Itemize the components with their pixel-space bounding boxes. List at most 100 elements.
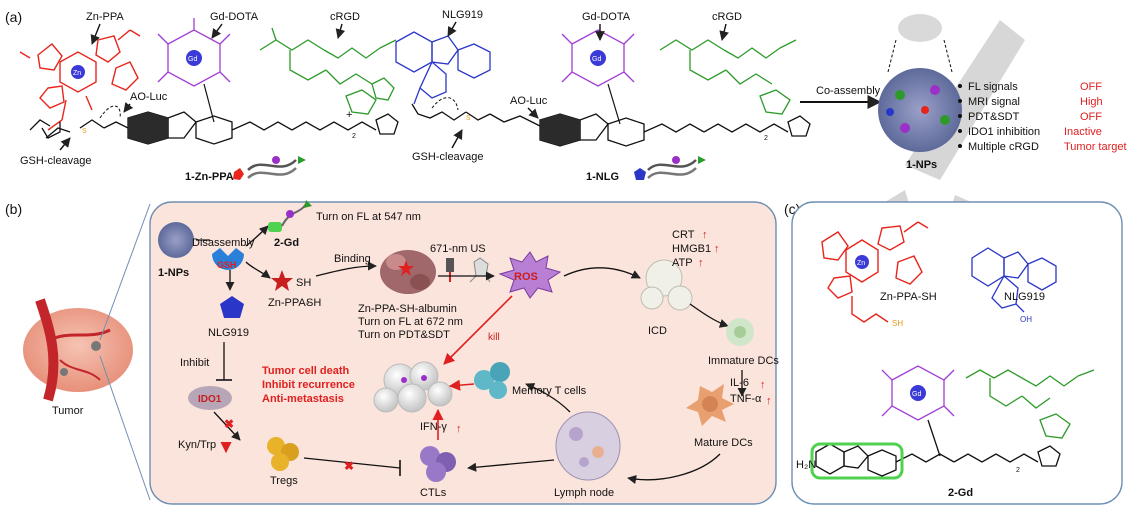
- property-item: Multiple cRGD Tumor targeted: [958, 141, 1127, 153]
- gsh-cleavage-label-1: GSH-cleavage: [20, 155, 92, 167]
- svg-text:FL signals: FL signals: [968, 81, 1018, 93]
- property-list: FL signals OFF MRI signal High PDT&SDT O…: [958, 81, 1127, 153]
- block-cross-icon: ✖: [224, 417, 234, 431]
- binding-label: Binding: [334, 253, 371, 265]
- gd-atom-icon-1: [186, 50, 202, 66]
- ctls-icon: [420, 446, 456, 482]
- nlg919-label-a: NLG919: [442, 9, 483, 21]
- ctls-label: CTLs: [420, 487, 447, 499]
- nps-label-a: 1-NPs: [906, 159, 937, 171]
- damps-list: CRT HMGB1 ATP ↑ ↑ ↑: [672, 229, 720, 269]
- gd-dota-structure-1: [157, 18, 231, 87]
- svg-text:↑: ↑: [698, 257, 704, 269]
- fl-547-label: Turn on FL at 547 nm: [316, 211, 421, 223]
- svg-text:GSH: GSH: [217, 260, 237, 270]
- co-assembly-label: Co-assembly: [816, 85, 881, 97]
- svg-text:OFF: OFF: [1080, 111, 1102, 123]
- svg-text:2: 2: [764, 135, 768, 142]
- zn-atom-icon-c: [855, 255, 869, 269]
- svg-text:Zn: Zn: [857, 260, 865, 267]
- immature-dc-icon: [726, 318, 754, 346]
- svg-text:ROS: ROS: [514, 271, 538, 283]
- kyn-trp-label: Kyn/Trp: [178, 439, 216, 451]
- zn-ppa-probe-glyph: [233, 156, 306, 180]
- gd2-probe-icon: [268, 200, 312, 232]
- gd2-label-b: 2-Gd: [274, 237, 299, 249]
- panel-b: (b) Tumor 1-NPs Disassembly GSH: [5, 200, 779, 505]
- ao-luc-label-1: AO-Luc: [130, 91, 168, 103]
- panel-a: (a) Zn Zn-PPA: [5, 9, 1127, 183]
- lymph-node-icon: [555, 411, 621, 481]
- inhibit-label: Inhibit: [180, 357, 209, 369]
- albumin-text: Zn-PPA-SH-albumin Turn on FL at 672 nm T…: [358, 303, 463, 341]
- svg-text:IDO1 inhibition: IDO1 inhibition: [968, 126, 1040, 138]
- svg-text:Inhibit recurrence: Inhibit recurrence: [262, 379, 355, 391]
- nlg919-icon: [220, 296, 244, 318]
- nps-small-icon: [158, 222, 194, 258]
- il6-label: IL-6: [730, 377, 749, 389]
- svg-text:↑: ↑: [456, 423, 462, 435]
- svg-text:Tumor cell death: Tumor cell death: [262, 365, 349, 377]
- svg-text:Gd: Gd: [592, 56, 601, 63]
- zn-atom-icon: [71, 65, 85, 79]
- svg-text:Inactive: Inactive: [1064, 126, 1102, 138]
- svg-text:2: 2: [1016, 467, 1020, 474]
- svg-text:OH: OH: [1020, 315, 1032, 324]
- svg-text:↑: ↑: [714, 243, 720, 255]
- zn-ppa-star-icon: [271, 270, 293, 291]
- svg-text:S: S: [82, 128, 87, 135]
- svg-text:Anti-metastasis: Anti-metastasis: [262, 393, 344, 405]
- panel-a-label: (a): [5, 9, 22, 25]
- mature-dc-icon: [686, 384, 734, 426]
- svg-text:Tumor targeted: Tumor targeted: [1064, 141, 1127, 153]
- svg-text:↑: ↑: [760, 379, 766, 391]
- panel-c: (c) Zn SH Zn-PPA-SH OH NLG919: [784, 201, 1123, 505]
- icd-label: ICD: [648, 325, 667, 337]
- gd-dota-structure-c: [881, 365, 955, 421]
- svg-text:MRI signal: MRI signal: [968, 96, 1020, 108]
- svg-text:High: High: [1080, 96, 1103, 108]
- svg-text:S: S: [466, 115, 471, 122]
- icd-cells-icon: [640, 259, 693, 311]
- svg-text:OFF: OFF: [1080, 81, 1102, 93]
- panel-c-box: [791, 201, 1123, 505]
- ros-burst-icon: [498, 251, 562, 299]
- immature-dc-label: Immature DCs: [708, 355, 779, 367]
- plus-sign: +: [346, 109, 352, 121]
- crgd-label-2: cRGD: [712, 11, 742, 23]
- tumor-cells-icon: [373, 361, 453, 413]
- tregs-icon: [267, 437, 299, 471]
- tumor-label: Tumor: [52, 405, 84, 417]
- svg-text:Gd: Gd: [188, 56, 197, 63]
- gd-atom-icon-c: [910, 385, 926, 401]
- svg-text:CRT: CRT: [672, 229, 695, 241]
- svg-text:2: 2: [352, 133, 356, 140]
- svg-text:SH: SH: [306, 297, 321, 309]
- nlg919-structure-a: [395, 31, 491, 105]
- svg-text:Turn on PDT&SDT: Turn on PDT&SDT: [358, 329, 450, 341]
- linker-c: [815, 419, 1061, 477]
- svg-text:Zn-PPA-SH-albumin: Zn-PPA-SH-albumin: [358, 303, 457, 315]
- linker-2: [411, 103, 811, 147]
- zn-ppa-sh-structure: [821, 221, 929, 323]
- laser-us-icon: [446, 257, 491, 283]
- tregs-label: Tregs: [270, 475, 298, 487]
- nlg919-label-c: NLG919: [1004, 291, 1045, 303]
- svg-text:ATP: ATP: [672, 257, 693, 269]
- svg-text:SH: SH: [296, 277, 311, 289]
- albumin-complex-icon: [380, 250, 436, 294]
- zn-ppa-sh-label: Zn-PPA-: [268, 297, 310, 309]
- kill-label: kill: [488, 332, 500, 343]
- svg-text:SH: SH: [892, 319, 903, 328]
- svg-text:Multiple cRGD: Multiple cRGD: [968, 141, 1039, 153]
- svg-text:↑: ↑: [702, 229, 708, 241]
- crgd-structure-c: [965, 369, 1095, 439]
- outcome-list: Tumor cell death Inhibit recurrence Anti…: [262, 365, 355, 405]
- tumor-illustration: [23, 298, 133, 402]
- svg-text:PDT&SDT: PDT&SDT: [968, 111, 1020, 123]
- ifn-label: IFN-γ: [420, 421, 447, 433]
- nlg919-structure-c: [971, 247, 1057, 313]
- nps-label-b: 1-NPs: [158, 267, 189, 279]
- disassembly-label: Disassembly: [192, 237, 255, 249]
